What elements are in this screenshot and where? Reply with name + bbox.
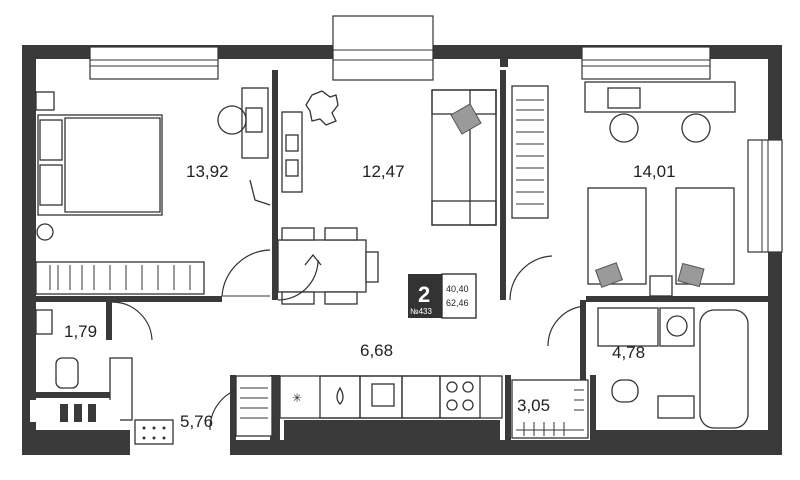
badge-living-area: 40,40 (446, 284, 469, 294)
area-storage: 3,05 (517, 396, 550, 415)
svg-text:✳: ✳ (292, 391, 302, 405)
badge-light (441, 273, 477, 319)
area-balcony: 5,76 (180, 412, 213, 431)
area-bathroom-large: 4,78 (612, 343, 645, 362)
area-bathroom-small: 1,79 (64, 322, 97, 341)
kitchen-furniture: ✳ (30, 357, 503, 445)
area-hallway: 6,68 (360, 341, 393, 360)
windows (89, 15, 783, 253)
storage-shelves (511, 305, 589, 439)
area-living-kitchen: 12,47 (362, 162, 405, 181)
badge-rooms-count: 2 (418, 282, 430, 307)
right-bedroom-furniture (509, 81, 736, 301)
area-labels: 13,92 12,47 14,01 1,79 6,68 4,78 3,05 5,… (64, 162, 676, 431)
apartment-badge: 2 №433 40,40 62,46 (408, 273, 477, 319)
badge-dark (408, 274, 442, 318)
badge-total-area: 62,46 (446, 298, 469, 308)
badge-number: №433 (410, 307, 432, 316)
small-bathroom-fixtures (35, 301, 153, 389)
large-bathroom-fixtures (596, 307, 768, 444)
left-bedroom-furniture (35, 87, 271, 297)
area-bedroom-right: 14,01 (633, 162, 676, 181)
living-furniture (277, 89, 497, 305)
area-bedroom-left: 13,92 (186, 162, 229, 181)
